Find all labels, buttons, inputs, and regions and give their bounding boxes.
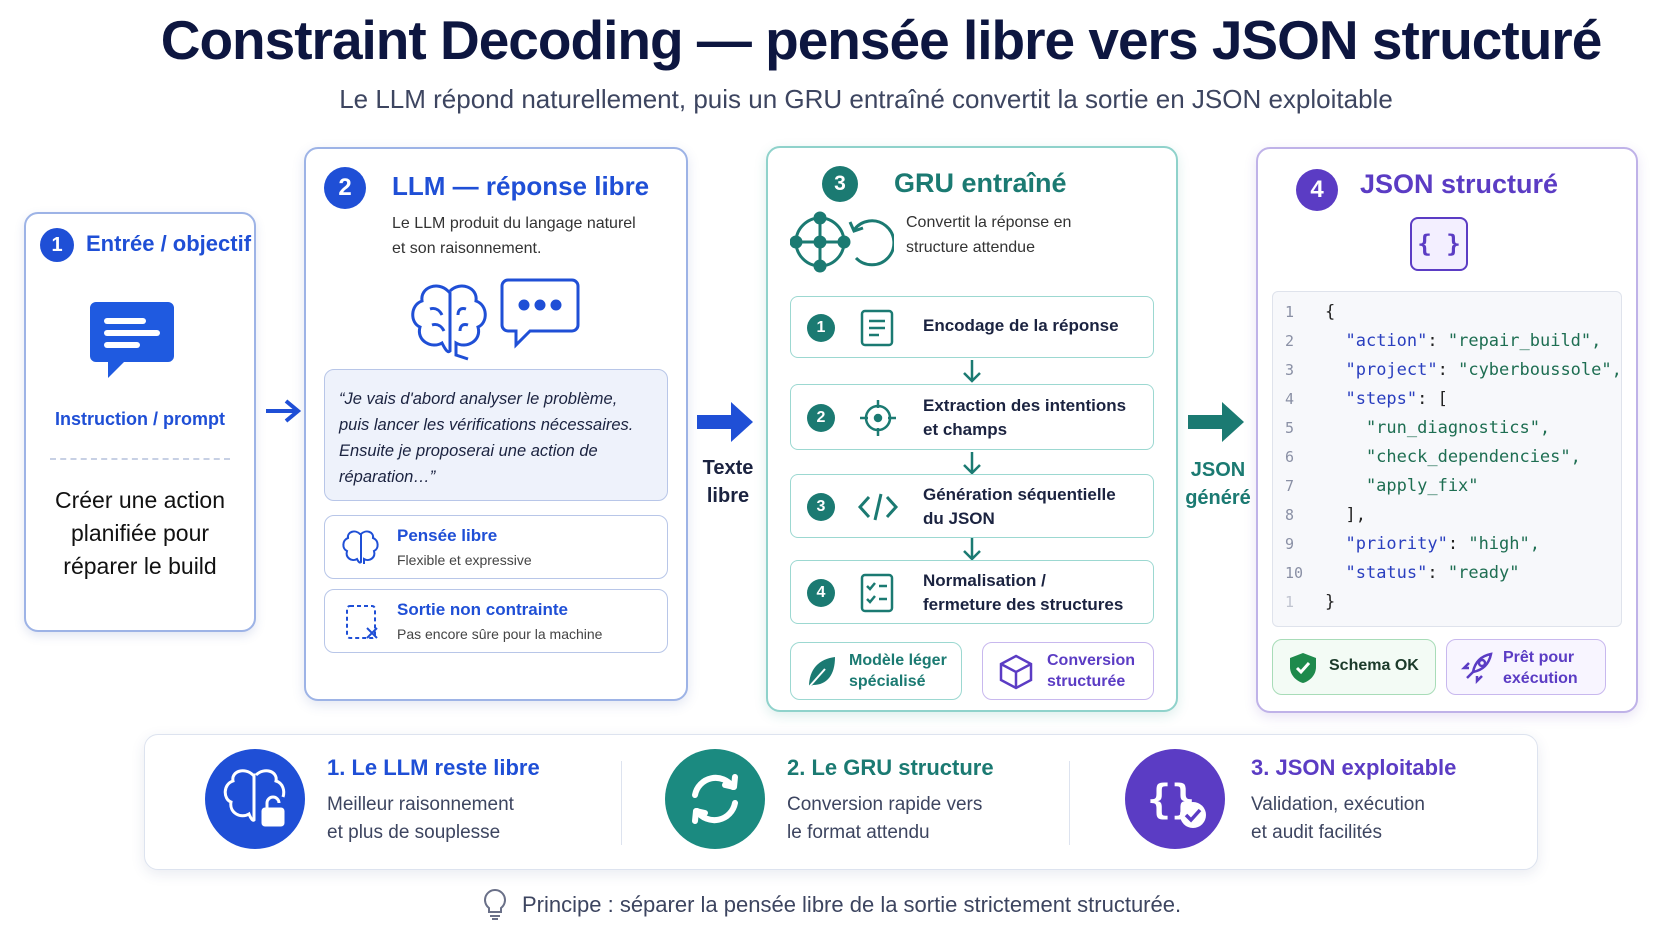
arrow-3 <box>1188 400 1246 449</box>
badge-schema-ok: Schema OK <box>1272 639 1436 695</box>
step3-title: GRU entraîné <box>894 168 1067 198</box>
lightbulb-icon <box>482 888 508 925</box>
summary-2-text: Conversion rapide vers le format attendu <box>787 794 983 843</box>
network-cycle-icon <box>789 210 896 279</box>
arrow-2-label: Texte libre <box>702 457 754 507</box>
rocket-icon <box>1460 652 1493 689</box>
code-line: 7 "apply_fix" <box>1285 476 1479 496</box>
code-line: 5 "run_diagnostics", <box>1285 418 1551 438</box>
prompt-label: Instruction / prompt <box>55 409 225 429</box>
summary-panel: 1. Le LLM reste libre Meilleur raisonnem… <box>144 734 1538 870</box>
summary-divider <box>1069 761 1070 845</box>
substep-encoding: 1 Encodage de la réponse <box>790 296 1154 358</box>
code-line: 1{ <box>1285 302 1336 322</box>
step2-title: LLM — réponse libre <box>392 171 650 201</box>
step2-card: 2 LLM — réponse libre Le LLM produit du … <box>304 147 688 701</box>
refresh-icon <box>665 749 765 849</box>
step2-description: Le LLM produit du langage naturel et son… <box>392 215 636 257</box>
chat-message-icon <box>90 298 174 387</box>
document-icon <box>859 309 895 352</box>
arrow-3-label: JSON généré <box>1185 459 1251 509</box>
checklist-icon <box>859 573 895 618</box>
shield-check-icon <box>1289 652 1317 689</box>
unconstrained-icon <box>343 602 383 647</box>
tag-structured-conversion: Conversion structurée <box>982 642 1154 700</box>
summary-3-title: 3. JSON exploitable <box>1251 755 1457 780</box>
substep-normalization: 4 Normalisation / fermeture des structur… <box>790 560 1154 624</box>
code-line: 6 "check_dependencies", <box>1285 447 1581 467</box>
leaf-icon <box>805 655 837 694</box>
tag-lightweight-model: Modèle léger spécialisé <box>790 642 962 700</box>
arrow-1 <box>266 398 302 429</box>
target-icon <box>859 399 897 442</box>
cube-icon <box>999 654 1033 695</box>
summary-1-text: Meilleur raisonnement et plus de souples… <box>327 794 514 843</box>
substep-extraction: 2 Extraction des intentions et champs <box>790 384 1154 450</box>
substep-generation: 3 Génération séquentielle du JSON <box>790 474 1154 538</box>
step4-badge: 4 <box>1296 169 1338 211</box>
summary-divider <box>621 761 622 845</box>
summary-1-title: 1. Le LLM reste libre <box>327 755 540 780</box>
step1-title: Entrée / objectif <box>86 231 252 256</box>
down-arrow-1 <box>962 360 982 389</box>
step1-body: Créer une action planifiée pour réparer … <box>54 487 226 579</box>
page-title: Constraint Decoding — pensée libre vers … <box>160 9 1603 71</box>
footer-principle: Principe : séparer la pensée libre de la… <box>522 892 1182 917</box>
code-line: 1} <box>1285 592 1336 612</box>
step4-card: 4 JSON structuré { } 1{ 2 "action": "rep… <box>1256 147 1638 713</box>
step3-badge: 3 <box>822 166 858 202</box>
down-arrow-2 <box>962 452 982 481</box>
brain-icon <box>408 281 492 366</box>
braces-icon: { } <box>1410 217 1468 271</box>
step4-title: JSON structuré <box>1360 169 1559 199</box>
code-line: 9 "priority": "high", <box>1285 534 1540 554</box>
divider <box>50 458 230 460</box>
step1-card: 1 Entrée / objectif Instruction / prompt… <box>24 212 256 632</box>
code-line: 8 ], <box>1285 505 1366 525</box>
page-subtitle: Le LLM répond naturellement, puis un GRU… <box>339 84 1393 114</box>
step3-description: Convertit la réponse en structure attend… <box>906 214 1072 256</box>
step1-badge: 1 <box>40 228 74 262</box>
json-code-block: 1{ 2 "action": "repair_build", 3 "projec… <box>1272 291 1622 627</box>
code-line: 4 "steps": [ <box>1285 389 1448 409</box>
code-line: 10 "status": "ready" <box>1285 563 1520 583</box>
step2-badge: 2 <box>324 167 366 209</box>
feature-free-thought: Pensée libre Flexible et expressive <box>324 515 668 579</box>
summary-2-title: 2. Le GRU structure <box>787 755 994 780</box>
summary-3-text: Validation, exécution et audit facilités <box>1251 794 1425 843</box>
brain-unlock-icon <box>205 749 305 849</box>
code-line: 3 "project": "cyberboussole", <box>1285 360 1622 380</box>
code-icon <box>857 491 899 528</box>
response-quote: “Je vais d'abord analyser le problème, p… <box>324 369 668 501</box>
arrow-2 <box>697 400 755 449</box>
down-arrow-3 <box>962 538 982 567</box>
badge-ready-for-execution: Prêt pour exécution <box>1446 639 1606 695</box>
brain-small-icon <box>341 528 381 573</box>
feature-unconstrained-output: Sortie non contrainte Pas encore sûre po… <box>324 589 668 653</box>
speech-bubble-icon <box>500 277 580 356</box>
json-check-icon: {} <box>1125 749 1225 849</box>
code-line: 2 "action": "repair_build", <box>1285 331 1602 351</box>
step3-card: 3 GRU entraîné Convertit la réponse en s… <box>766 146 1178 712</box>
